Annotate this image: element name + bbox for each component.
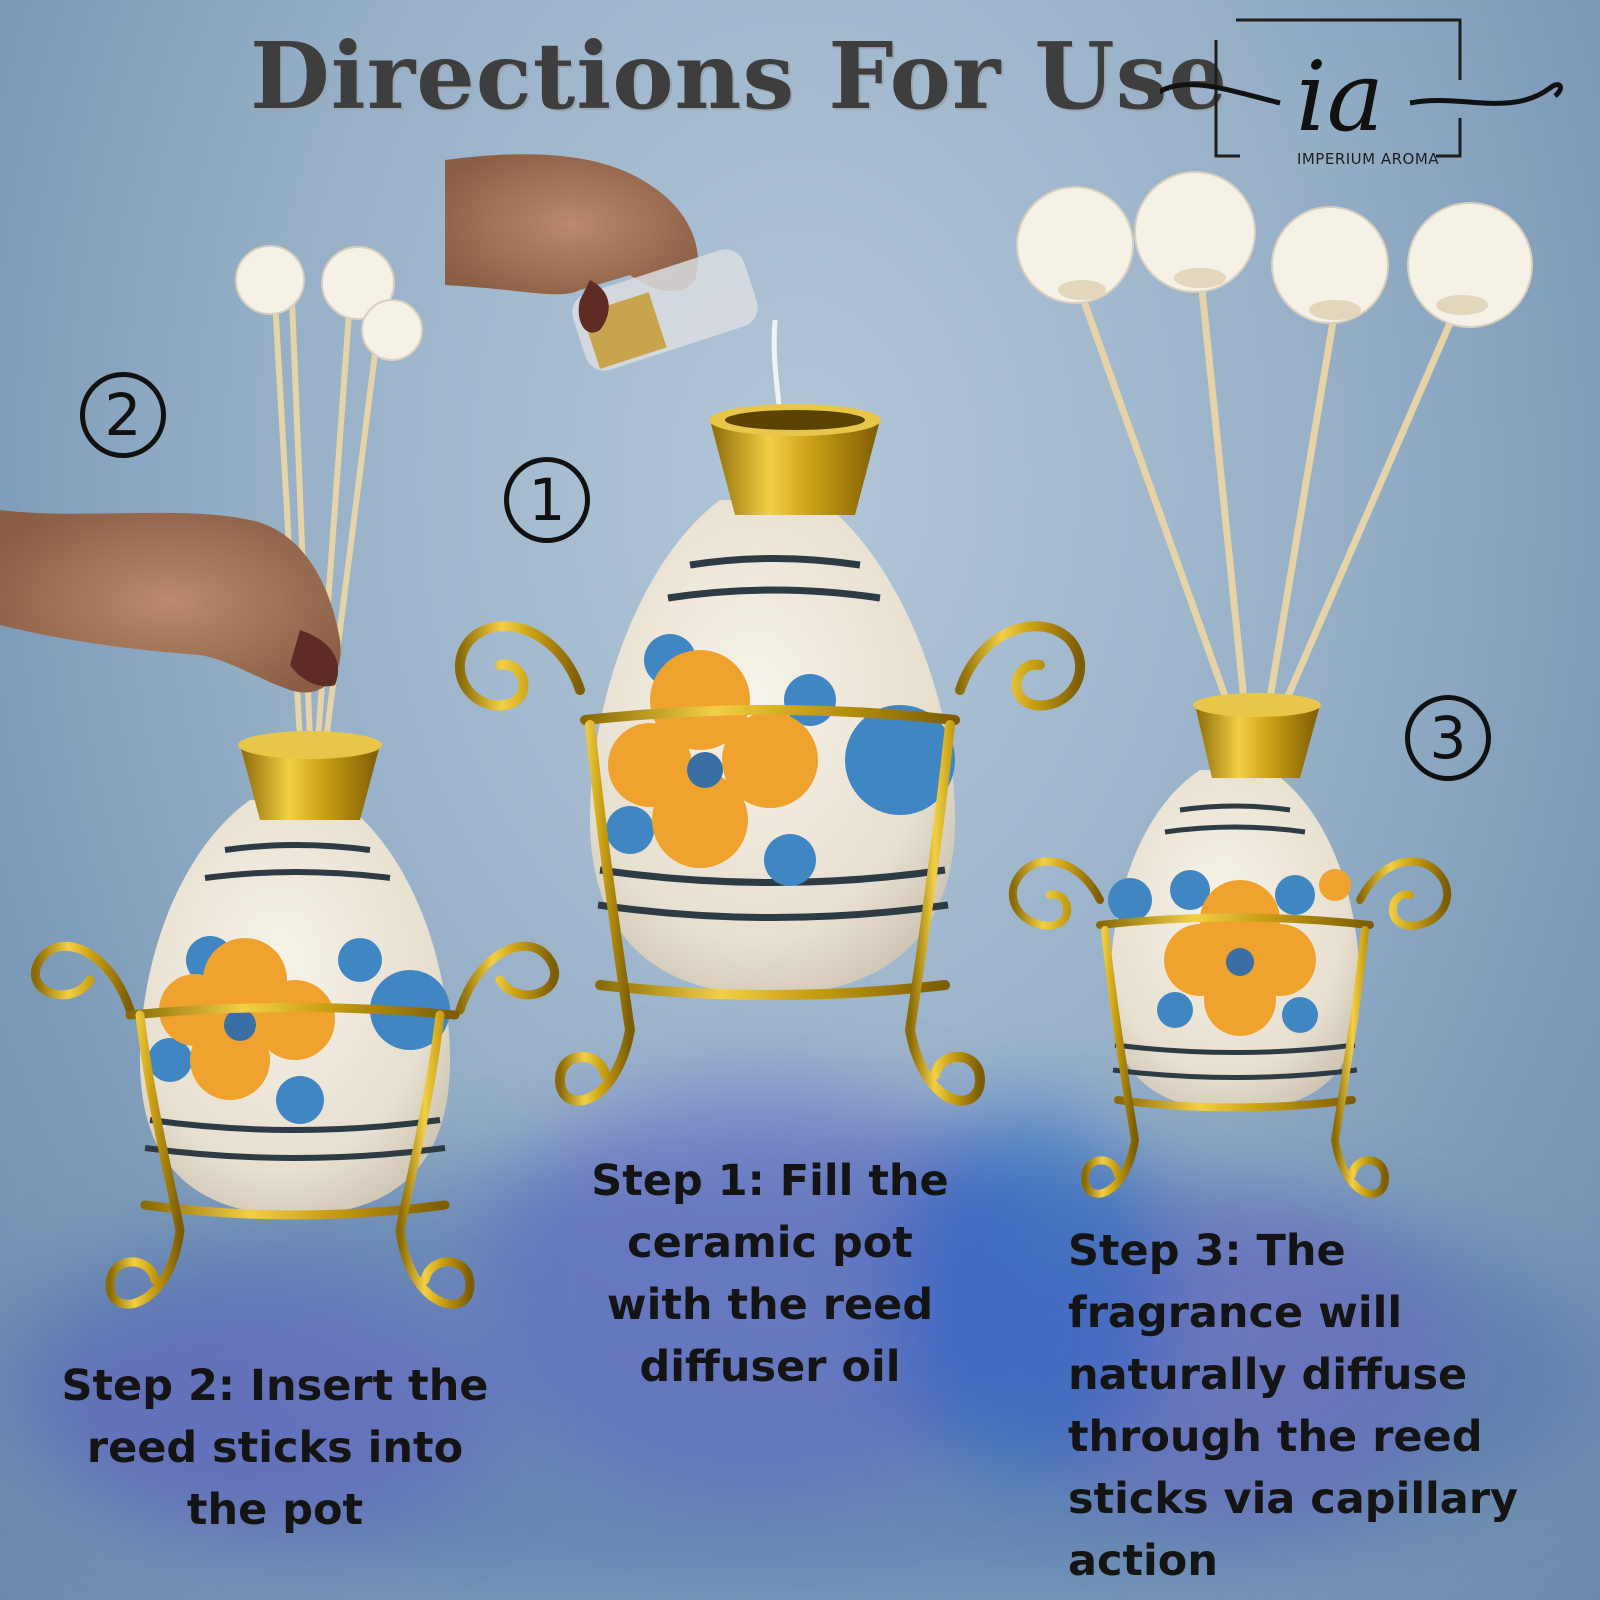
step-3-number-badge: 3 [1405, 695, 1491, 781]
pot-step-3 [1008, 171, 1533, 1198]
step-2-caption: Step 2: Insert the reed sticks into the … [61, 1361, 489, 1535]
brand-tagline: IMPERIUM AROMA [1296, 150, 1440, 168]
background-glow [40, 1280, 500, 1540]
step-2-number-badge: 2 [80, 372, 166, 458]
brand-logo: ia [1160, 18, 1563, 158]
pot-step-2 [0, 245, 560, 1309]
background-glow [0, 1150, 1600, 1600]
step-1-number-badge: 1 [504, 457, 590, 543]
background-glow [1020, 1200, 1460, 1530]
pot-step-1 [445, 154, 1085, 1106]
step-1-caption: Step 1: Fill the ceramic pot with the re… [591, 1156, 949, 1392]
background-glow [480, 1080, 1040, 1500]
brand-monogram: ia [1296, 41, 1384, 153]
step-3-caption: Step 3: The fragrance will naturally dif… [1068, 1226, 1519, 1586]
